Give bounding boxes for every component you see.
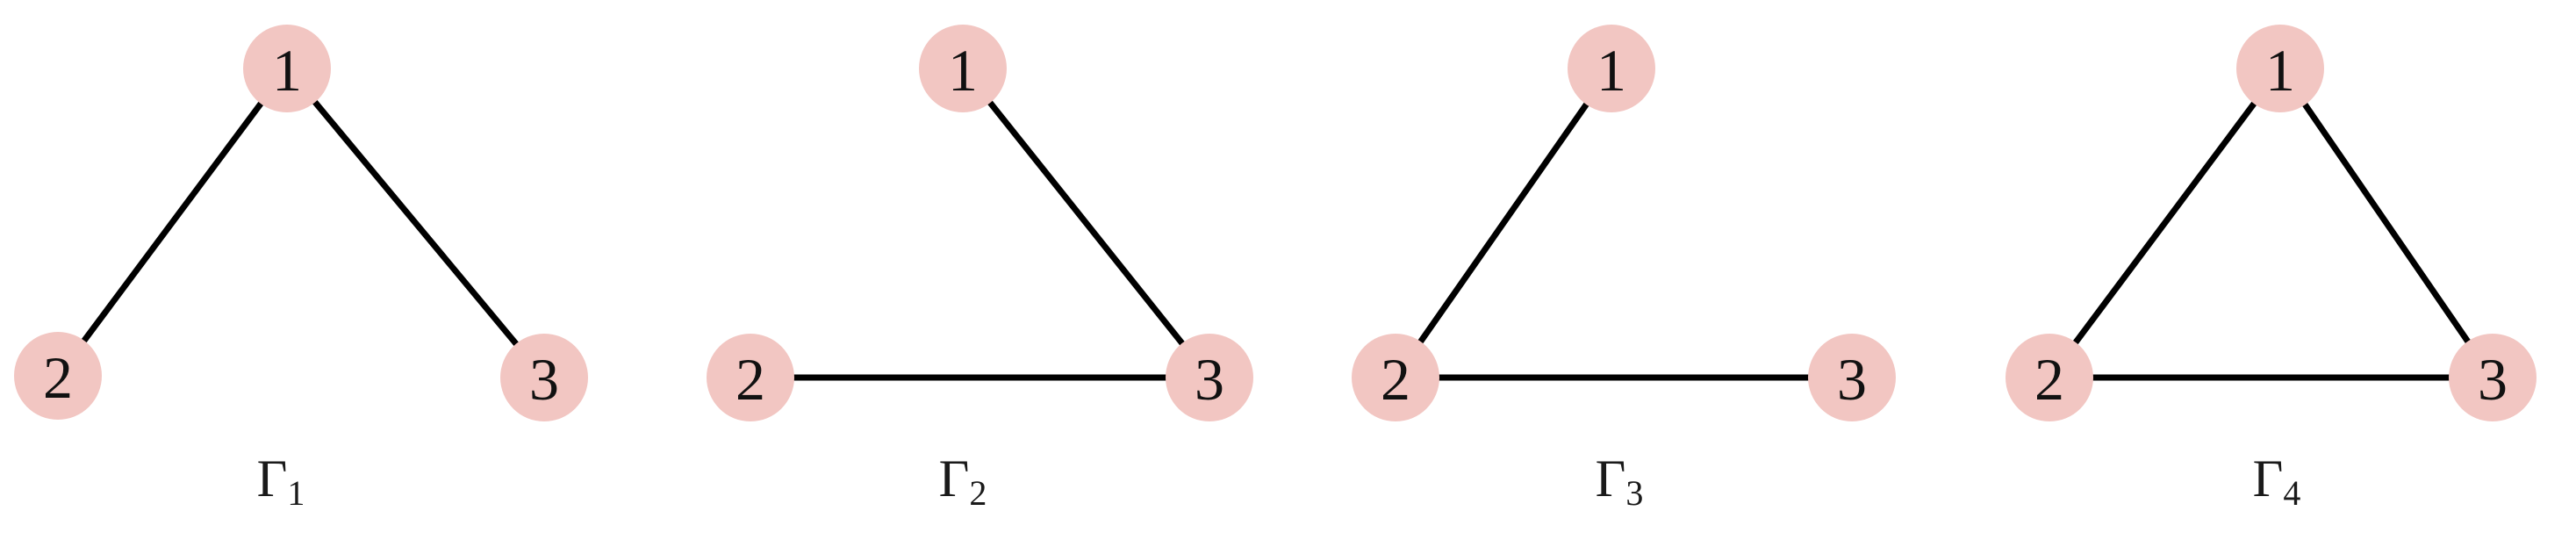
node-label-2: 2 [735,346,765,413]
node-circle-3 [1166,334,1253,421]
graph-caption-gamma-1: Γ1 [257,450,305,513]
node-label-2: 2 [1381,346,1410,413]
node-label-3: 3 [529,346,559,413]
graph-node-1: 1 [2236,25,2324,112]
graph-caption-gamma-4: Γ4 [2253,450,2301,513]
graph-edge-1-2 [1416,99,1591,347]
graph-edge-1-2 [2070,98,2259,348]
graph-node-1: 1 [1568,25,1655,112]
node-circle-3 [1808,334,1896,421]
graph-node-2: 2 [14,332,102,420]
node-circle-1 [2236,25,2324,112]
node-label-3: 3 [1837,346,1867,413]
node-label-1: 1 [2265,37,2295,104]
node-label-3: 3 [1195,346,1224,413]
graph-node-1: 1 [919,25,1007,112]
node-circle-2 [14,332,102,420]
node-label-2: 2 [43,344,73,411]
graph-edge-1-2 [79,98,266,346]
node-circle-3 [2449,334,2537,421]
graph-node-3: 3 [2449,334,2537,421]
graph-node-2: 2 [707,334,794,421]
graph-edge-1-3 [2300,99,2472,347]
node-label-1: 1 [1597,37,1626,104]
node-circle-1 [1568,25,1655,112]
node-label-2: 2 [2034,346,2064,413]
graph-node-3: 3 [1808,334,1896,421]
graph-node-3: 3 [1166,334,1253,421]
graph-node-2: 2 [1352,334,1439,421]
graph-node-2: 2 [2006,334,2093,421]
graph-node-1: 1 [243,25,331,112]
node-label-1: 1 [272,37,302,104]
graph-edge-1-3 [310,97,521,349]
graph-caption-gamma-3: Γ3 [1596,450,1644,513]
graph-gamma-3: 1 2 3Γ3 [1352,25,1896,513]
node-circle-1 [919,25,1007,112]
node-circle-2 [1352,334,1439,421]
graph-node-3: 3 [500,334,588,421]
node-circle-1 [243,25,331,112]
graph-gamma-1: 1 2 3Γ1 [14,25,588,513]
node-circle-2 [707,334,794,421]
node-label-1: 1 [948,37,978,104]
graph-caption-gamma-2: Γ2 [939,450,987,513]
node-circle-3 [500,334,588,421]
graph-edge-1-3 [985,97,1188,349]
node-circle-2 [2006,334,2093,421]
graph-gamma-4: 1 2 3Γ4 [2006,25,2537,513]
node-label-3: 3 [2478,346,2508,413]
graph-gamma-2: 1 2 3Γ2 [707,25,1253,513]
